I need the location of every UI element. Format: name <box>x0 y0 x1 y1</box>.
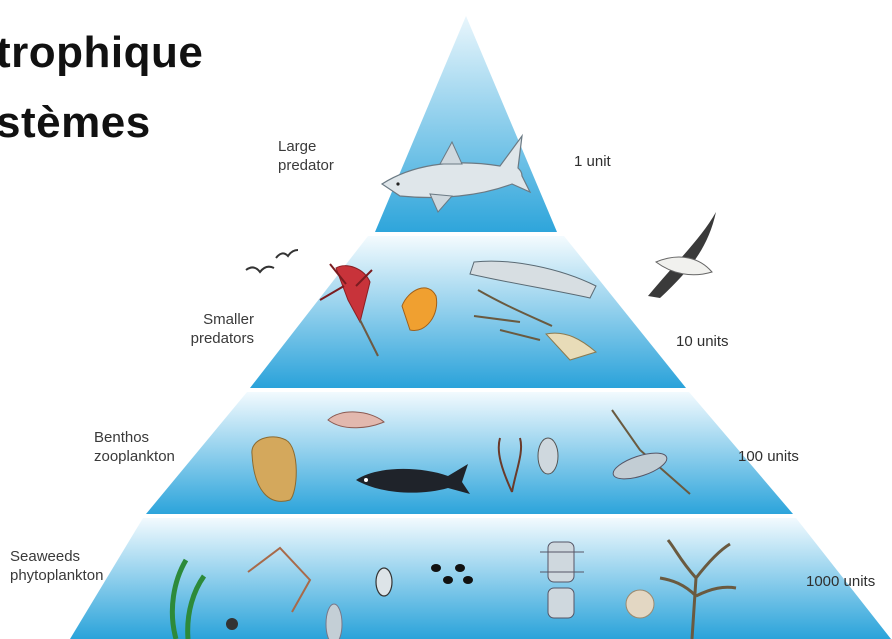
tier-seaweeds-phytoplankton <box>70 518 891 639</box>
level-label-line: predator <box>278 156 334 175</box>
level-label-large-predator: Large predator <box>278 137 334 175</box>
tier-large-predator <box>375 16 557 232</box>
level-amount-large-predator: 1 unit <box>574 153 611 170</box>
level-label-line: predators <box>180 329 254 348</box>
level-amount-smaller-predators: 10 units <box>676 333 729 350</box>
level-label-smaller-predators: Smaller predators <box>180 310 254 348</box>
level-label-line: Large <box>278 137 334 156</box>
level-label-line: phytoplankton <box>10 566 103 585</box>
level-amount-benthos-zooplankton: 100 units <box>738 448 799 465</box>
level-label-line: Benthos <box>94 428 175 447</box>
level-label-line: zooplankton <box>94 447 175 466</box>
albatross-icon <box>648 212 716 298</box>
birds-icon <box>246 250 298 272</box>
tier-smaller-predators <box>250 236 686 388</box>
level-label-line: Seaweeds <box>10 547 103 566</box>
level-label-benthos-zooplankton: Benthos zooplankton <box>94 428 175 466</box>
level-label-seaweeds-phytoplankton: Seaweeds phytoplankton <box>10 547 103 585</box>
level-label-line: Smaller <box>180 310 254 329</box>
level-amount-seaweeds-phytoplankton: 1000 units <box>806 573 875 590</box>
tier-benthos-zooplankton <box>146 392 793 514</box>
